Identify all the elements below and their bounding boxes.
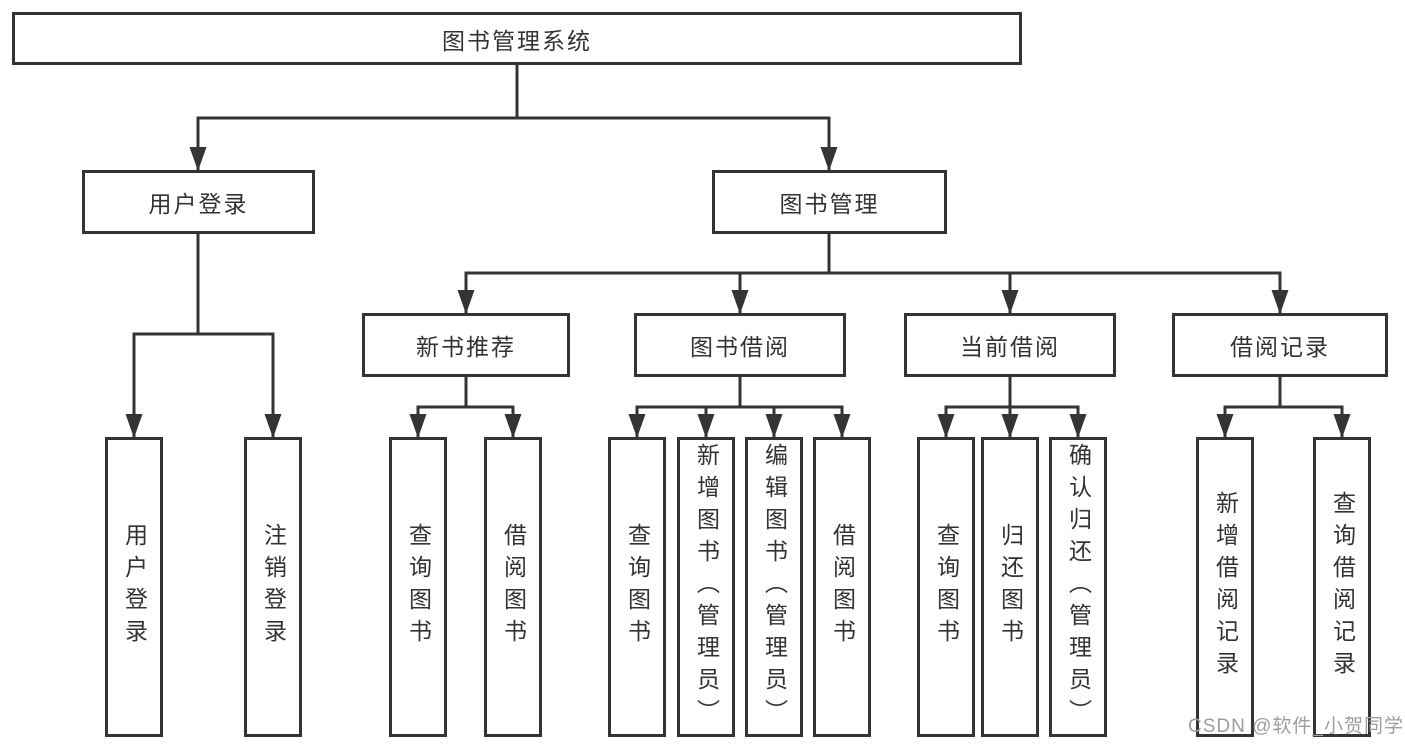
node-label: 新书推荐 xyxy=(416,334,516,360)
node-label: 查询图书 xyxy=(405,523,432,651)
node-label: 当前借阅 xyxy=(960,334,1060,360)
node-leaf-add-books-admin: 新增图书（管理员） xyxy=(677,437,735,737)
csdn-watermark: CSDN @软件_小贺同学 xyxy=(1188,716,1404,737)
node-label: 新增借阅记录 xyxy=(1212,491,1239,683)
node-book-management: 图书管理 xyxy=(712,170,947,234)
connector-new-book-rec-children xyxy=(409,375,522,438)
connector-current-borrowing-children xyxy=(937,375,1087,438)
node-leaf-edit-books-admin: 编辑图书（管理员） xyxy=(745,437,803,737)
node-label: 确认归还（管理员） xyxy=(1065,443,1092,731)
node-label: 编辑图书（管理员） xyxy=(761,443,788,731)
node-leaf-borrow-books-rec: 借阅图书 xyxy=(484,437,542,737)
node-leaf-query-borrow-record: 查询借阅记录 xyxy=(1313,437,1371,737)
node-label: 借阅记录 xyxy=(1230,334,1330,360)
node-leaf-borrow-books: 借阅图书 xyxy=(813,437,871,737)
node-label: 查询借阅记录 xyxy=(1329,491,1356,683)
node-label: 归还图书 xyxy=(997,523,1024,651)
node-label: 查询图书 xyxy=(624,523,651,651)
node-label: 借阅图书 xyxy=(500,523,527,651)
node-leaf-confirm-return-admin: 确认归还（管理员） xyxy=(1049,437,1107,737)
node-label: 图书借阅 xyxy=(690,334,790,360)
node-book-borrowing: 图书借阅 xyxy=(634,313,846,377)
node-leaf-user-login: 用户登录 xyxy=(105,437,163,737)
node-leaf-query-books-rec: 查询图书 xyxy=(389,437,447,737)
connector-book-management-children xyxy=(457,232,1289,314)
connector-book-borrowing-children xyxy=(628,375,851,438)
node-label: 新增图书（管理员） xyxy=(693,443,720,731)
node-label: 图书管理系统 xyxy=(442,27,592,54)
node-current-borrowing: 当前借阅 xyxy=(904,313,1116,377)
connector-user-login-children xyxy=(125,232,282,438)
node-label: 图书管理 xyxy=(779,191,880,217)
node-label: 查询图书 xyxy=(933,523,960,651)
connector-root-to-level2 xyxy=(189,63,838,171)
node-label: 借阅图书 xyxy=(829,523,856,651)
node-user-login: 用户登录 xyxy=(82,170,315,234)
node-borrowing-records: 借阅记录 xyxy=(1172,313,1388,377)
node-new-book-recommendation: 新书推荐 xyxy=(362,313,570,377)
node-leaf-query-books-borrow: 查询图书 xyxy=(608,437,666,737)
node-leaf-query-books-current: 查询图书 xyxy=(917,437,975,737)
node-leaf-logout: 注销登录 xyxy=(244,437,302,737)
node-label: 注销登录 xyxy=(260,523,287,651)
node-leaf-return-books: 归还图书 xyxy=(981,437,1039,737)
node-leaf-add-borrow-record: 新增借阅记录 xyxy=(1196,437,1254,737)
node-label: 用户登录 xyxy=(148,191,249,217)
connector-borrowing-records-children xyxy=(1216,375,1351,438)
node-label: 用户登录 xyxy=(121,523,148,651)
node-library-management-system: 图书管理系统 xyxy=(12,12,1022,65)
